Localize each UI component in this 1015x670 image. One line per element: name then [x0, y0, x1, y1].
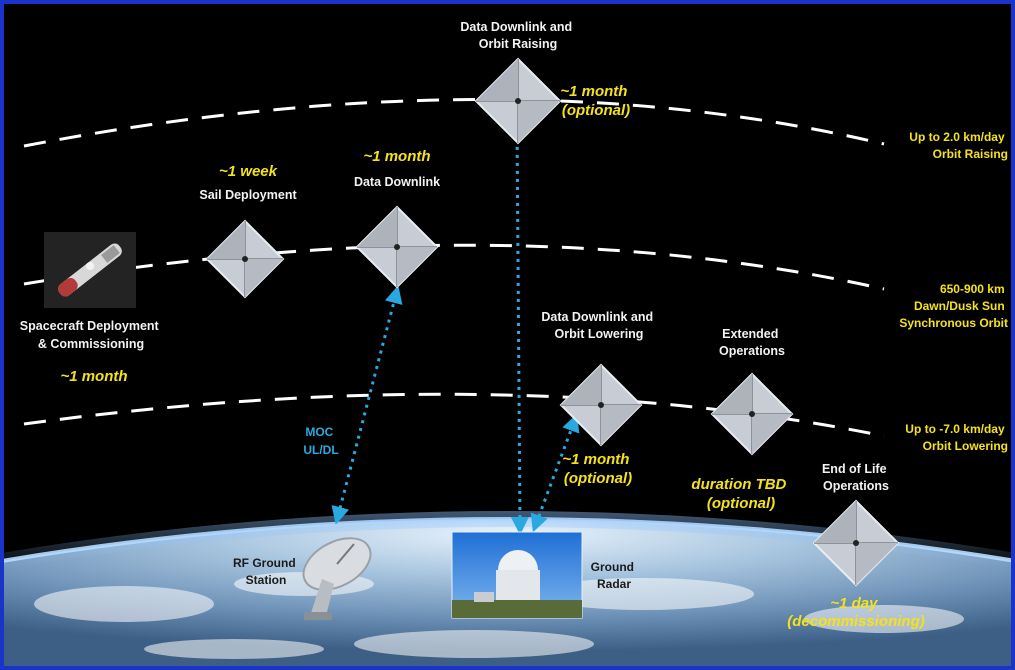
data-downlink-label: Data Downlink — [354, 175, 440, 189]
solar-sail-icon — [474, 57, 562, 145]
orbit-lowering-duration: ~1 month (optional) — [562, 451, 633, 487]
solar-sail-icon — [355, 205, 439, 289]
rf-ground-station-label: RF Ground Station — [233, 556, 299, 587]
radar-lower-arrow — [530, 413, 580, 533]
data-downlink-duration: ~1 month — [363, 148, 430, 165]
extended-operations-label: Extended Operations — [719, 327, 785, 358]
moc-link-arrow — [331, 285, 403, 525]
solar-sail-icon — [812, 499, 900, 587]
orbit-raising-duration: ~1 month (optional) — [560, 83, 631, 119]
spacecraft-deployment-label: Spacecraft Deployment & Commissioning — [20, 319, 162, 351]
end-of-life-duration: ~1 day (decommissioning) — [787, 595, 925, 630]
link-arrows — [331, 117, 580, 535]
spacecraft-deployment-duration: ~1 month — [60, 368, 127, 385]
mission-diagram: Data Downlink and Orbit Raising ~1 month… — [4, 20, 1011, 666]
orbit-raising-phase-label: Data Downlink and Orbit Raising — [460, 20, 575, 51]
rf-dish-icon — [302, 537, 372, 620]
spacecraft-icon — [44, 232, 136, 308]
sail-deploy-duration: ~1 week — [219, 163, 278, 180]
ground-radar-label: Ground Radar — [591, 560, 638, 591]
moc-link-label: MOC UL/DL — [303, 425, 338, 457]
extended-operations-duration: duration TBD (optional) — [691, 476, 790, 512]
orbit-middle-label: 650-900 km Dawn/Dusk Sun Synchronous Orb… — [899, 282, 1008, 330]
radar-raise-arrow — [508, 117, 529, 535]
solar-sail-icon — [559, 363, 643, 447]
solar-sail-icon — [205, 219, 285, 299]
orbit-upper-label: Up to 2.0 km/day Orbit Raising — [909, 130, 1008, 161]
orbit-lower-label: Up to -7.0 km/day Orbit Lowering — [905, 422, 1008, 453]
solar-sail-icon — [710, 372, 794, 456]
radar-dome-icon — [451, 531, 583, 619]
orbit-lowering-phase-label: Data Downlink and Orbit Lowering — [541, 310, 656, 341]
sail-deploy-label: Sail Deployment — [199, 188, 297, 202]
end-of-life-label: End of Life Operations — [822, 462, 890, 493]
orbit-middle — [23, 243, 885, 291]
orbit-upper — [23, 98, 885, 148]
